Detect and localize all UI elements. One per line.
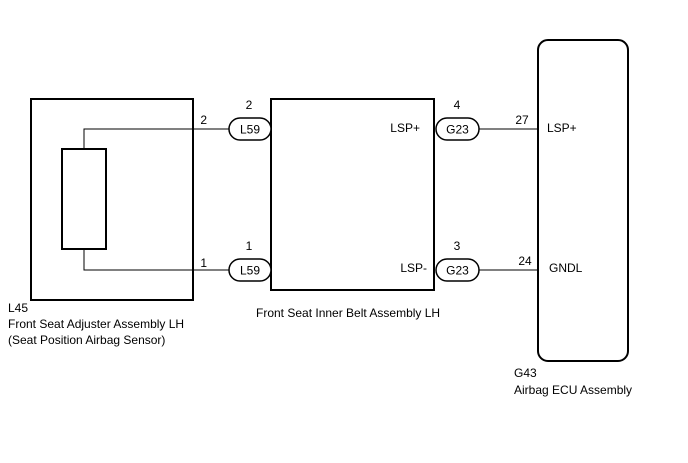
belt-assembly-box [270,98,435,291]
pin-sensor-top: 2 [200,113,207,127]
sensor-name: Front Seat Adjuster Assembly LH [8,317,184,331]
connector-left-bottom [228,258,272,282]
signal-ecu-lsp-plus: LSP+ [547,121,577,135]
ecu-name: Airbag ECU Assembly [514,383,632,397]
belt-name: Front Seat Inner Belt Assembly LH [256,306,440,320]
connector-left-top [228,117,272,141]
connector-right-bottom-label: G23 [446,264,469,278]
sensor-assembly-box [30,98,194,301]
signal-ecu-gndl: GNDL [549,261,583,275]
ecu-box [537,39,629,362]
connector-right-bottom [435,258,480,282]
sensor-subname: (Seat Position Airbag Sensor) [8,333,165,347]
sensor-wire-bottom [83,249,229,271]
ecu-code: G43 [514,366,537,380]
pin-belt-left-top: 2 [246,98,253,112]
pin-belt-left-bottom: 1 [246,239,253,253]
pin-belt-right-top: 4 [454,98,461,112]
pin-ecu-bottom: 24 [518,254,532,268]
sensor-code: L45 [8,301,28,315]
pin-sensor-bottom: 1 [200,256,207,270]
sensor-element [61,148,107,250]
signal-belt-lsp-minus: LSP- [400,261,427,275]
pin-ecu-top: 27 [515,113,529,127]
connector-right-top [435,117,480,141]
connector-left-top-label: L59 [240,123,260,137]
pin-belt-right-bottom: 3 [454,239,461,253]
sensor-wire-top [83,128,229,149]
connector-left-bottom-label: L59 [240,264,260,278]
connector-right-top-label: G23 [446,123,469,137]
signal-belt-lsp-plus: LSP+ [390,121,420,135]
